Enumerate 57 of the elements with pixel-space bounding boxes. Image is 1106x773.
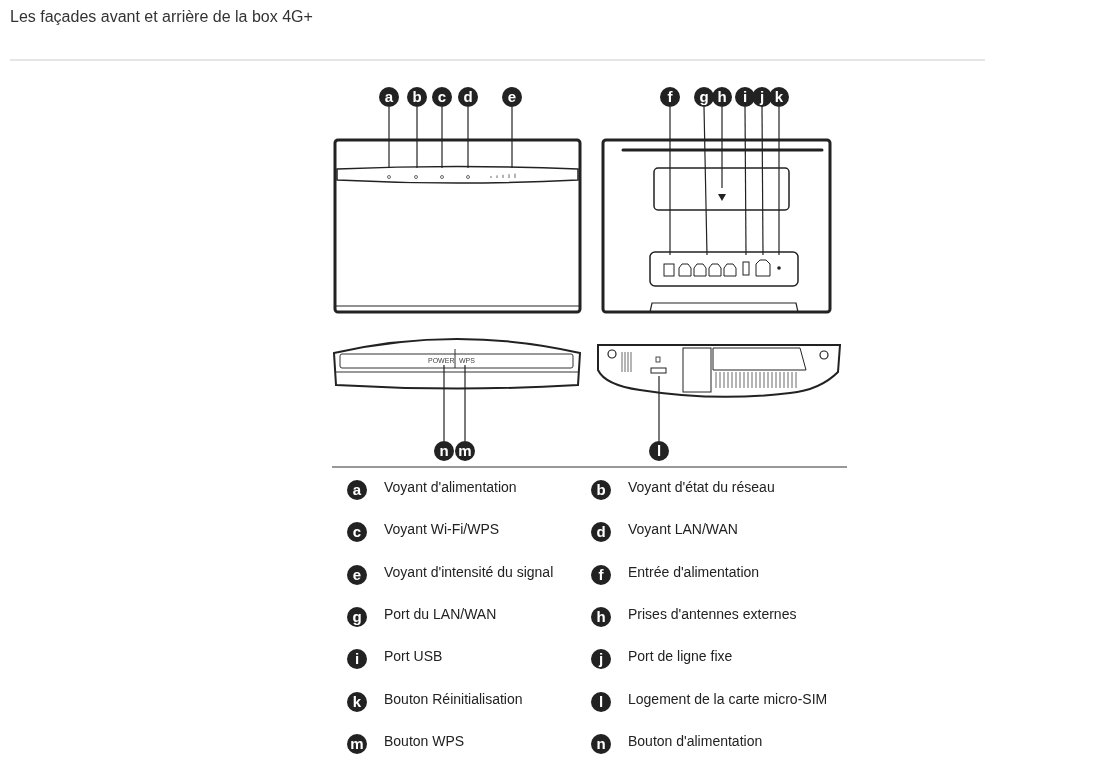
callout-letter: g [347,606,367,627]
legend-text: Bouton d'alimentation [628,732,763,749]
leader-line [744,106,747,256]
callout-letter: n [434,441,454,461]
callout-letter: m [347,733,367,754]
callout-letter: c [432,87,452,107]
leader-line [443,364,445,442]
callout-letter: f [660,87,680,107]
legend-text: Bouton WPS [384,732,465,749]
leader-line [416,106,418,169]
callout-letter: e [347,564,367,585]
callout-letter: g [694,87,714,107]
callout-letter: f [591,564,611,585]
callout-letter: l [591,691,611,712]
leader-line [658,375,660,442]
leader-line [761,106,764,256]
callout-letter: k [769,87,789,107]
legend-text: Voyant d'alimentation [384,479,517,495]
leader-line [441,106,443,169]
legend-text: Voyant d'état du réseau [628,479,775,495]
callout-letter: l [649,441,669,461]
leader-line [511,106,513,169]
legend-text: Port de ligne fixe [628,648,733,665]
legend-text: Prises d'antennes externes [628,605,797,622]
callout-letter: m [455,441,475,461]
callout-letter: n [591,733,611,754]
leader-line [703,106,708,256]
legend-text: Voyant d'intensité du signal [384,563,554,580]
callout-letter: a [379,87,399,107]
callout-letter: j [591,649,611,670]
leader-line [388,106,390,169]
callout-letter: d [458,87,478,107]
leader-line [464,364,466,442]
legend-text: Voyant Wi-Fi/WPS [384,521,500,538]
callout-letter: a [347,480,367,500]
callout-letter: b [407,87,427,107]
leader-line [467,106,469,169]
callout-letter: c [347,522,367,543]
leader-line [778,106,780,256]
legend-text: Port USB [384,648,443,665]
legend-text: Logement de la carte micro-SIM [628,690,828,707]
page-title: Les façades avant et arrière de la box 4G+ [10,8,313,26]
legend-text: Bouton Réinitialisation [384,690,523,707]
callout-letter: h [591,606,611,627]
callout-letter: j [752,87,772,107]
callout-letter: e [502,87,522,107]
leader-line [721,106,723,189]
legend-text: Entrée d'alimentation [628,563,760,580]
callout-letter: d [591,522,611,543]
callout-letter: i [347,649,367,670]
legend-text: Voyant LAN/WAN [628,521,738,538]
callout-letter: k [347,691,367,712]
callout-letter: i [735,87,755,107]
callout-letter: h [712,87,732,107]
callout-letter: b [591,480,611,500]
legend-text: Port du LAN/WAN [384,605,497,622]
leader-line [669,106,671,256]
